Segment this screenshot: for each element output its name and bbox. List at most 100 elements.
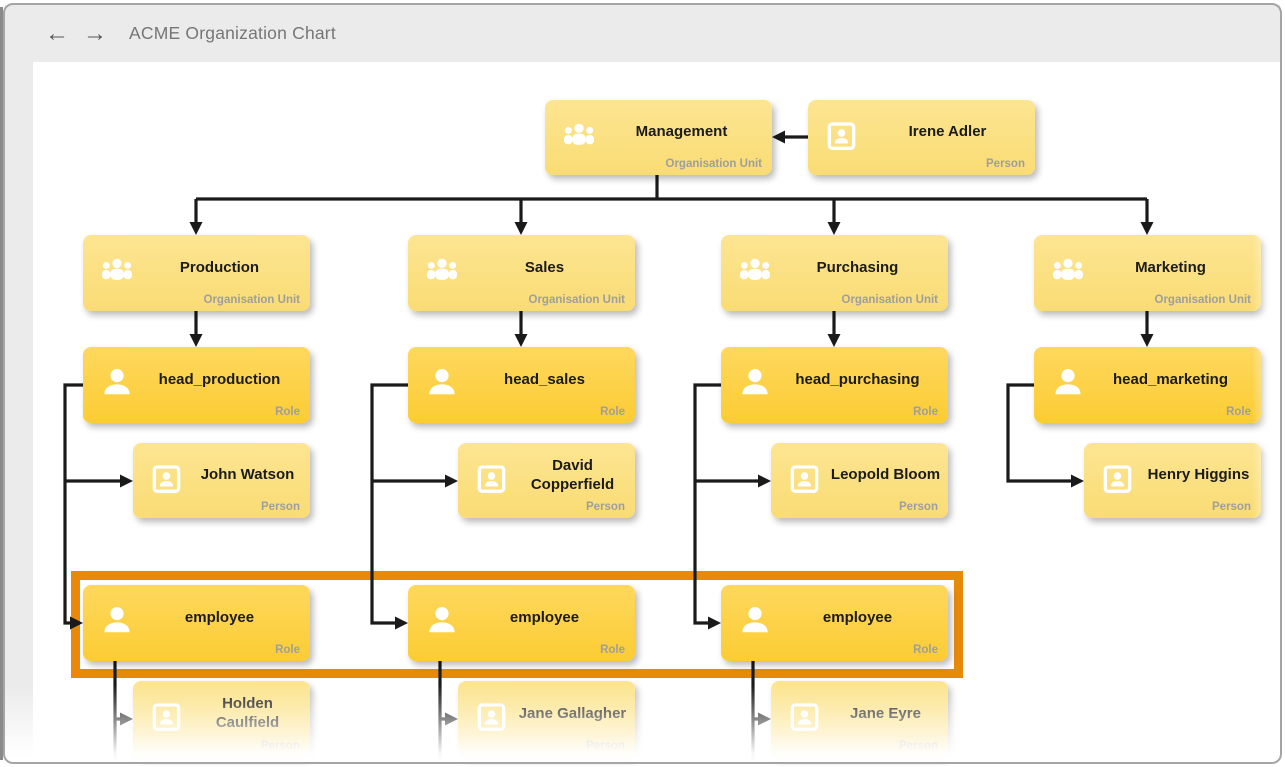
node-label: Leopold Bloom bbox=[829, 443, 942, 508]
node-management[interactable]: Management Organisation Unit bbox=[545, 100, 772, 175]
node-irene-adler[interactable]: Irene Adler Person bbox=[808, 100, 1035, 175]
node-jane-gallagher[interactable]: Jane Gallagher Person bbox=[458, 681, 635, 757]
org-unit-group-icon bbox=[1050, 253, 1086, 289]
node-type-label: Role bbox=[600, 406, 625, 418]
page-title: ACME Organization Chart bbox=[129, 23, 336, 44]
node-employee-production[interactable]: employee Role bbox=[83, 585, 310, 661]
role-person-icon bbox=[99, 365, 135, 401]
node-jane-eyre[interactable]: Jane Eyre Person bbox=[771, 681, 948, 757]
arrowhead-icon bbox=[828, 222, 841, 235]
person-portrait-icon bbox=[476, 463, 507, 494]
org-unit-group-icon bbox=[561, 117, 597, 153]
node-type-label: Organisation Unit bbox=[1155, 294, 1251, 306]
node-production[interactable]: Production Organisation Unit bbox=[83, 235, 310, 311]
edge bbox=[440, 661, 448, 719]
node-label: head_production bbox=[137, 347, 302, 413]
arrowhead-icon bbox=[70, 617, 83, 630]
node-leopold-bloom[interactable]: Leopold Bloom Person bbox=[771, 443, 948, 518]
edge bbox=[695, 385, 721, 623]
node-label: Production bbox=[137, 235, 302, 301]
node-type-label: Role bbox=[275, 644, 300, 656]
arrowhead-icon bbox=[120, 713, 133, 726]
edge bbox=[115, 661, 123, 719]
edge bbox=[372, 385, 408, 623]
node-type-label: Person bbox=[1212, 501, 1251, 513]
person-portrait-icon bbox=[151, 463, 182, 494]
edge bbox=[65, 385, 83, 623]
node-label: Henry Higgins bbox=[1142, 443, 1255, 508]
node-head-production[interactable]: head_production Role bbox=[83, 347, 310, 423]
node-label: head_sales bbox=[462, 347, 627, 413]
node-label: Jane Gallagher bbox=[516, 681, 629, 747]
node-employee-purchasing[interactable]: employee Role bbox=[721, 585, 948, 661]
node-head-marketing[interactable]: head_marketing Role bbox=[1034, 347, 1261, 423]
node-type-label: Person bbox=[986, 158, 1025, 170]
person-portrait-icon bbox=[476, 702, 507, 733]
edge bbox=[753, 661, 761, 719]
arrowhead-icon bbox=[1141, 334, 1154, 347]
node-label: head_marketing bbox=[1088, 347, 1253, 413]
arrowhead-icon bbox=[772, 131, 785, 144]
node-type-label: Person bbox=[586, 501, 625, 513]
node-david-copperfield[interactable]: David Copperfield Person bbox=[458, 443, 635, 518]
node-type-label: Organisation Unit bbox=[666, 158, 762, 170]
role-person-icon bbox=[737, 603, 773, 639]
node-type-label: Person bbox=[899, 501, 938, 513]
node-label: employee bbox=[462, 585, 627, 651]
arrowhead-icon bbox=[395, 617, 408, 630]
node-label: Jane Eyre bbox=[829, 681, 942, 747]
node-label: Sales bbox=[462, 235, 627, 301]
node-type-label: Organisation Unit bbox=[842, 294, 938, 306]
node-type-label: Role bbox=[913, 406, 938, 418]
arrowhead-icon bbox=[445, 713, 458, 726]
forward-arrow-icon[interactable]: → bbox=[83, 22, 107, 46]
arrowhead-icon bbox=[828, 334, 841, 347]
node-label: employee bbox=[775, 585, 940, 651]
node-type-label: Organisation Unit bbox=[204, 294, 300, 306]
person-portrait-icon bbox=[151, 702, 182, 733]
arrowhead-icon bbox=[515, 222, 528, 235]
node-type-label: Person bbox=[261, 501, 300, 513]
window-left-edge bbox=[0, 7, 3, 760]
node-label: Management bbox=[599, 100, 764, 165]
node-holden-caulfield[interactable]: Holden Caulfield Person bbox=[133, 681, 310, 757]
arrowhead-icon bbox=[515, 334, 528, 347]
node-type-label: Role bbox=[600, 644, 625, 656]
node-purchasing[interactable]: Purchasing Organisation Unit bbox=[721, 235, 948, 311]
node-head-purchasing[interactable]: head_purchasing Role bbox=[721, 347, 948, 423]
node-henry-higgins[interactable]: Henry Higgins Person bbox=[1084, 443, 1261, 518]
role-person-icon bbox=[1050, 365, 1086, 401]
role-person-icon bbox=[424, 365, 460, 401]
node-label: John Watson bbox=[191, 443, 304, 508]
node-label: Marketing bbox=[1088, 235, 1253, 301]
role-person-icon bbox=[99, 603, 135, 639]
node-head-sales[interactable]: head_sales Role bbox=[408, 347, 635, 423]
person-portrait-icon bbox=[1102, 463, 1133, 494]
node-type-label: Organisation Unit bbox=[529, 294, 625, 306]
arrowhead-icon bbox=[445, 475, 458, 488]
person-portrait-icon bbox=[789, 463, 820, 494]
node-employee-sales[interactable]: employee Role bbox=[408, 585, 635, 661]
role-person-icon bbox=[737, 365, 773, 401]
person-portrait-icon bbox=[826, 120, 857, 151]
node-sales[interactable]: Sales Organisation Unit bbox=[408, 235, 635, 311]
arrowhead-icon bbox=[758, 713, 771, 726]
node-label: Purchasing bbox=[775, 235, 940, 301]
node-marketing[interactable]: Marketing Organisation Unit bbox=[1034, 235, 1261, 311]
node-type-label: Person bbox=[899, 740, 938, 752]
node-type-label: Role bbox=[275, 406, 300, 418]
org-unit-group-icon bbox=[424, 253, 460, 289]
node-type-label: Role bbox=[1226, 406, 1251, 418]
node-type-label: Person bbox=[261, 740, 300, 752]
arrowhead-icon bbox=[758, 475, 771, 488]
node-john-watson[interactable]: John Watson Person bbox=[133, 443, 310, 518]
node-label: David Copperfield bbox=[516, 443, 629, 508]
arrowhead-icon bbox=[708, 617, 721, 630]
node-type-label: Role bbox=[913, 644, 938, 656]
toolbar: ← → ACME Organization Chart bbox=[5, 5, 1280, 62]
node-type-label: Person bbox=[586, 740, 625, 752]
org-unit-group-icon bbox=[737, 253, 773, 289]
back-arrow-icon[interactable]: ← bbox=[45, 22, 69, 46]
person-portrait-icon bbox=[789, 702, 820, 733]
role-person-icon bbox=[424, 603, 460, 639]
